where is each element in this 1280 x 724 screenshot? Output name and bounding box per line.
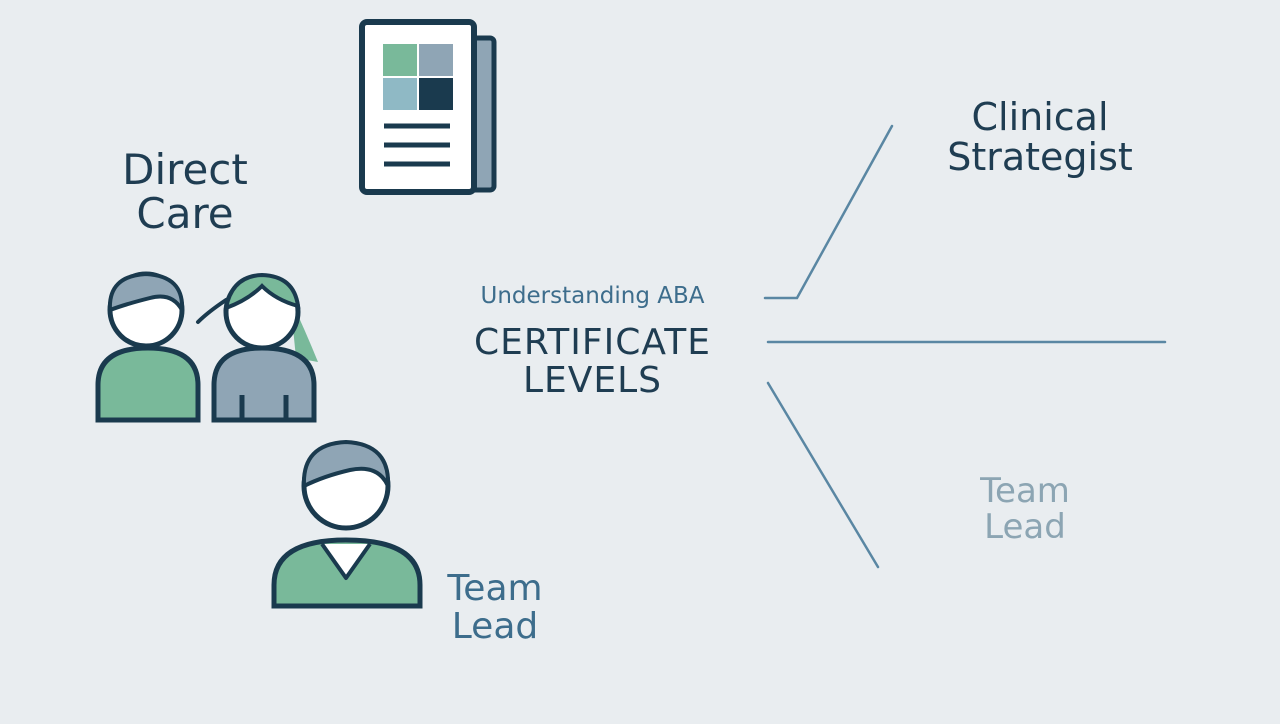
center-title-line-1: CERTIFICATE xyxy=(474,322,711,364)
direct-care-line-1: Direct xyxy=(122,145,248,194)
connector-to-clinical-strategist xyxy=(763,124,894,300)
two-people-icon xyxy=(95,271,318,423)
clinical-strategist-label: Clinical Strategist xyxy=(920,95,1160,179)
team-lead-right-line-1: Team xyxy=(980,471,1070,511)
team-lead-left-line-1: Team xyxy=(447,568,543,609)
direct-care-line-2: Care xyxy=(136,189,234,239)
connector-to-team-lead xyxy=(766,381,880,569)
person-icon xyxy=(271,439,423,609)
team-lead-label-right: Team Lead xyxy=(950,471,1100,547)
clinical-strategist-line-2: Strategist xyxy=(947,134,1133,179)
direct-care-label: Direct Care xyxy=(90,145,280,239)
center-subtitle: Understanding ABA xyxy=(480,283,705,309)
team-lead-label-left: Team Lead xyxy=(420,570,570,646)
center-title: Understanding ABA CERTIFICATE LEVELS xyxy=(420,284,765,400)
team-lead-right-line-2: Lead xyxy=(984,506,1066,547)
center-title-line-2: LEVELS xyxy=(522,359,663,401)
connector-lines xyxy=(763,124,1167,569)
clinical-strategist-line-1: Clinical xyxy=(971,95,1109,139)
document-icon xyxy=(359,19,497,195)
team-lead-left-line-2: Lead xyxy=(451,605,539,647)
